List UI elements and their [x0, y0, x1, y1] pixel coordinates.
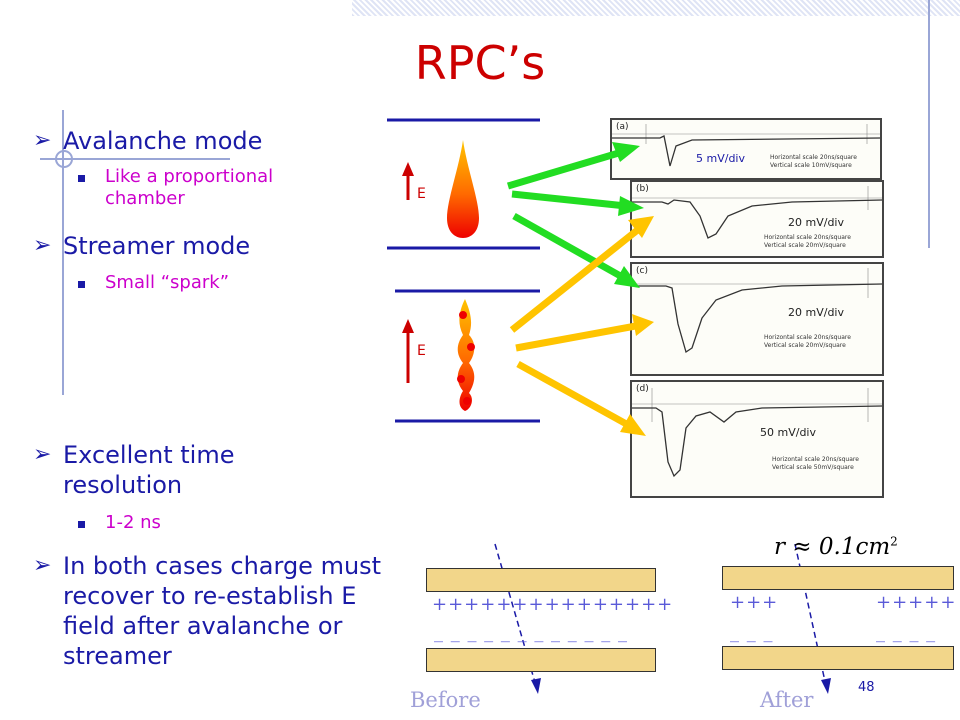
sub-streamer: Small “spark” [78, 272, 345, 294]
top-pattern-band [352, 0, 960, 16]
after-top-plate [722, 566, 954, 590]
streamer-diagram: E [375, 283, 540, 438]
sub-time-text: 1-2 ns [105, 512, 161, 533]
bullet-time: ➢ Excellent time resolution [33, 440, 303, 500]
scope-horizontal-scale: Horizontal scale 20ns/square [772, 456, 859, 463]
bullet-streamer: ➢ Streamer mode [33, 231, 323, 261]
after-bottom-plate [722, 646, 954, 670]
scope-scale-label: 5 mV/div [696, 152, 745, 165]
sub-time: 1-2 ns [78, 512, 305, 534]
avalanche-drawing [387, 118, 540, 250]
scope-horizontal-scale: Horizontal scale 20ns/square [764, 234, 851, 241]
trace-d-waveform [632, 388, 882, 478]
scope-vertical-scale: Vertical scale 50mV/square [772, 464, 854, 471]
radius-formula: r ≈ 0.1cm2 [774, 534, 898, 560]
left-horizontal-line [40, 158, 230, 160]
before-minus-charges: _ _ _ _ _ _ _ _ _ _ _ _ [434, 622, 628, 643]
radius-formula-exponent: 2 [890, 534, 898, 549]
left-vertical-line [62, 110, 64, 395]
trace-c-waveform [632, 268, 882, 354]
avalanche-diagram: E [375, 110, 540, 268]
after-minus-right: _ _ _ _ [876, 622, 937, 643]
scope-vertical-scale: Vertical scale 20mV/square [764, 342, 846, 349]
scope-letter: (b) [636, 184, 649, 194]
square-bullet-icon [78, 521, 85, 528]
slide-title: RPC’s [414, 36, 546, 90]
bullet-avalanche: ➢ Avalanche mode [33, 126, 323, 156]
bullet-arrow-icon: ➢ [33, 233, 52, 258]
after-plus-left: +++ [730, 592, 779, 613]
scope-scale-label: 50 mV/div [760, 426, 816, 439]
scope-horizontal-scale: Horizontal scale 20ns/square [770, 154, 857, 161]
streamer-drawing [395, 289, 540, 423]
square-bullet-icon [78, 175, 85, 182]
before-bottom-plate [426, 648, 656, 672]
scope-vertical-scale: Vertical scale 10mV/square [770, 162, 852, 169]
scope-trace-d: (d) 50 mV/div Horizontal scale 20ns/squa… [630, 380, 884, 498]
before-caption: Before [410, 688, 481, 712]
scope-trace-c: (c) 20 mV/div Horizontal scale 20ns/squa… [630, 262, 884, 376]
sub-streamer-text: Small “spark” [105, 272, 230, 293]
scope-letter: (d) [636, 384, 649, 394]
sub-avalanche-text: Like a proportional chamber [105, 166, 274, 209]
bullet-avalanche-text: Avalanche mode [63, 127, 263, 155]
square-bullet-icon [78, 281, 85, 288]
before-plus-charges: +++++++++++++++ [432, 594, 674, 615]
scope-horizontal-scale: Horizontal scale 20ns/square [764, 334, 851, 341]
scope-trace-b: (b) 20 mV/div Horizontal scale 20ns/squa… [630, 180, 884, 258]
sub-avalanche: Like a proportional chamber [78, 166, 345, 210]
bullet-recover-text: In both cases charge must recover to re-… [63, 552, 382, 670]
page-number: 48 [858, 680, 875, 695]
field-label-e: E [417, 186, 426, 202]
bullet-time-text: Excellent time resolution [63, 441, 235, 499]
field-label-e: E [417, 343, 426, 359]
scope-trace-a: (a) 5 mV/div Horizontal scale 20ns/squar… [610, 118, 882, 180]
bullet-arrow-icon: ➢ [33, 553, 52, 578]
corner-circle [55, 150, 73, 168]
before-top-plate [426, 568, 656, 592]
bullet-recover: ➢ In both cases charge must recover to r… [33, 551, 383, 671]
after-plus-right: +++++ [876, 592, 957, 613]
after-minus-left: _ _ _ [730, 622, 774, 643]
after-caption: After [760, 688, 814, 712]
track-arrowhead-before [531, 678, 541, 694]
track-arrowhead-after [821, 678, 831, 694]
scope-vertical-scale: Vertical scale 20mV/square [764, 242, 846, 249]
bullet-arrow-icon: ➢ [33, 442, 52, 467]
radius-formula-text: r ≈ 0.1cm [774, 534, 891, 560]
bullet-arrow-icon: ➢ [33, 128, 52, 153]
bullet-streamer-text: Streamer mode [63, 232, 251, 260]
scope-scale-label: 20 mV/div [788, 306, 844, 319]
right-vertical-line [928, 0, 930, 248]
trace-b-waveform [632, 186, 882, 239]
scope-scale-label: 20 mV/div [788, 216, 844, 229]
scope-letter: (a) [616, 122, 629, 132]
trace-a-waveform [612, 124, 880, 167]
